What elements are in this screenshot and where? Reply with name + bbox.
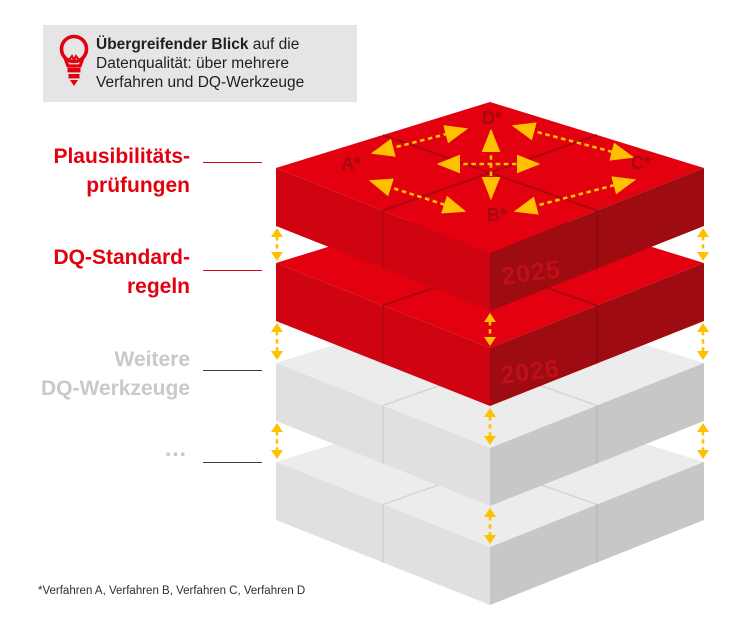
callout-text: Übergreifender Blick auf die Datenqualit… (96, 35, 347, 92)
label-line: DQ-Standard- (53, 246, 191, 269)
vertical-link-arrow (484, 508, 496, 544)
vertical-link-arrow (484, 408, 496, 445)
verfahren-d-label: D* (482, 108, 502, 128)
vertical-link-arrow (271, 323, 283, 360)
label-line: regeln (126, 275, 190, 298)
vertical-link-arrow (484, 313, 496, 346)
vertical-link-arrow (697, 423, 709, 459)
vertical-exchange-arrows (271, 228, 709, 544)
vertical-link-arrow (271, 228, 283, 261)
verfahren-a-label: A* (341, 154, 361, 174)
arrow-d-c (511, 122, 635, 161)
label-line: prüfungen (86, 174, 190, 197)
vertical-link-arrow (271, 423, 283, 459)
connector-line-ellipsis (203, 462, 262, 463)
label-weitere-dq-werkzeuge: Weitere DQ-Werkzeuge (0, 345, 190, 403)
cube-layer-1-plausibilitaetspruefungen: 2025 A* D* C* B* (276, 102, 704, 311)
callout-text-rest: auf die Datenqualität: über mehrere Verf… (96, 36, 305, 91)
vertical-link-arrow (697, 228, 709, 261)
top-face-exchange-arrows (368, 122, 637, 215)
vertical-link-arrow (697, 323, 709, 360)
label-line: … (164, 435, 190, 461)
connector-line-weitere-dq-werkzeuge (203, 370, 262, 371)
footnote: *Verfahren A, Verfahren B, Verfahren C, … (38, 585, 306, 597)
verfahren-c-label: C* (631, 153, 651, 173)
lightbulb-icon (59, 34, 89, 86)
callout-text-bold: Übergreifender Blick (96, 36, 249, 53)
verfahren-b-label: B* (487, 205, 507, 225)
label-plausibilitaetspruefungen: Plausibilitäts- prüfungen (0, 142, 190, 200)
connector-line-dq-standardregeln (203, 270, 262, 271)
arrow-b-c (513, 176, 637, 215)
label-line: Plausibilitäts- (53, 145, 190, 168)
arrow-a-b (368, 178, 467, 214)
callout-box: Übergreifender Blick auf die Datenqualit… (43, 25, 357, 102)
label-dq-standardregeln: DQ-Standard- regeln (0, 243, 191, 301)
label-ellipsis: … (0, 434, 190, 463)
label-line: DQ-Werkzeuge (41, 377, 190, 400)
label-line: Weitere (114, 348, 190, 371)
connector-line-plausibilitaetspruefungen (203, 162, 262, 163)
